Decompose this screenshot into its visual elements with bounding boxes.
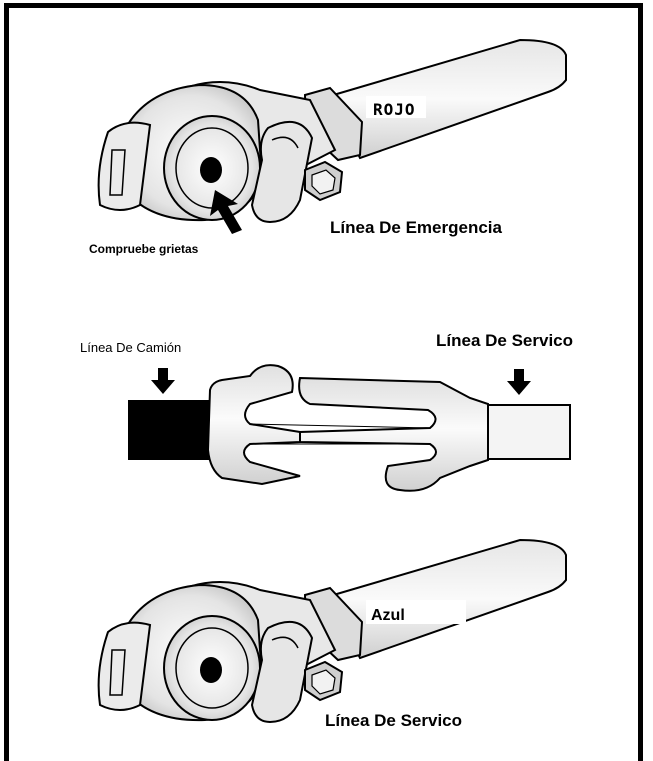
- service-hose: [484, 404, 571, 460]
- service-line-bottom-label: Línea De Servico: [325, 711, 463, 730]
- emergency-gladhand: [97, 39, 567, 223]
- service-line-middle-label: Línea De Servico: [436, 331, 574, 350]
- truck-line-arrow: [151, 368, 175, 394]
- check-cracks-label: Compruebe grietas: [89, 242, 199, 256]
- coupled-gladhands: [128, 364, 571, 492]
- truck-line-label: Línea De Camión: [80, 340, 182, 355]
- azul-label: Azul: [371, 607, 405, 624]
- rojo-label: ROJO: [373, 100, 416, 119]
- service-line-arrow: [507, 369, 531, 395]
- service-gladhand: [97, 539, 567, 723]
- truck-hose: [128, 400, 212, 460]
- diagram-frame: [4, 3, 643, 761]
- check-cracks-arrow: [210, 190, 242, 234]
- emergency-line-label: Línea De Emergencia: [330, 218, 502, 237]
